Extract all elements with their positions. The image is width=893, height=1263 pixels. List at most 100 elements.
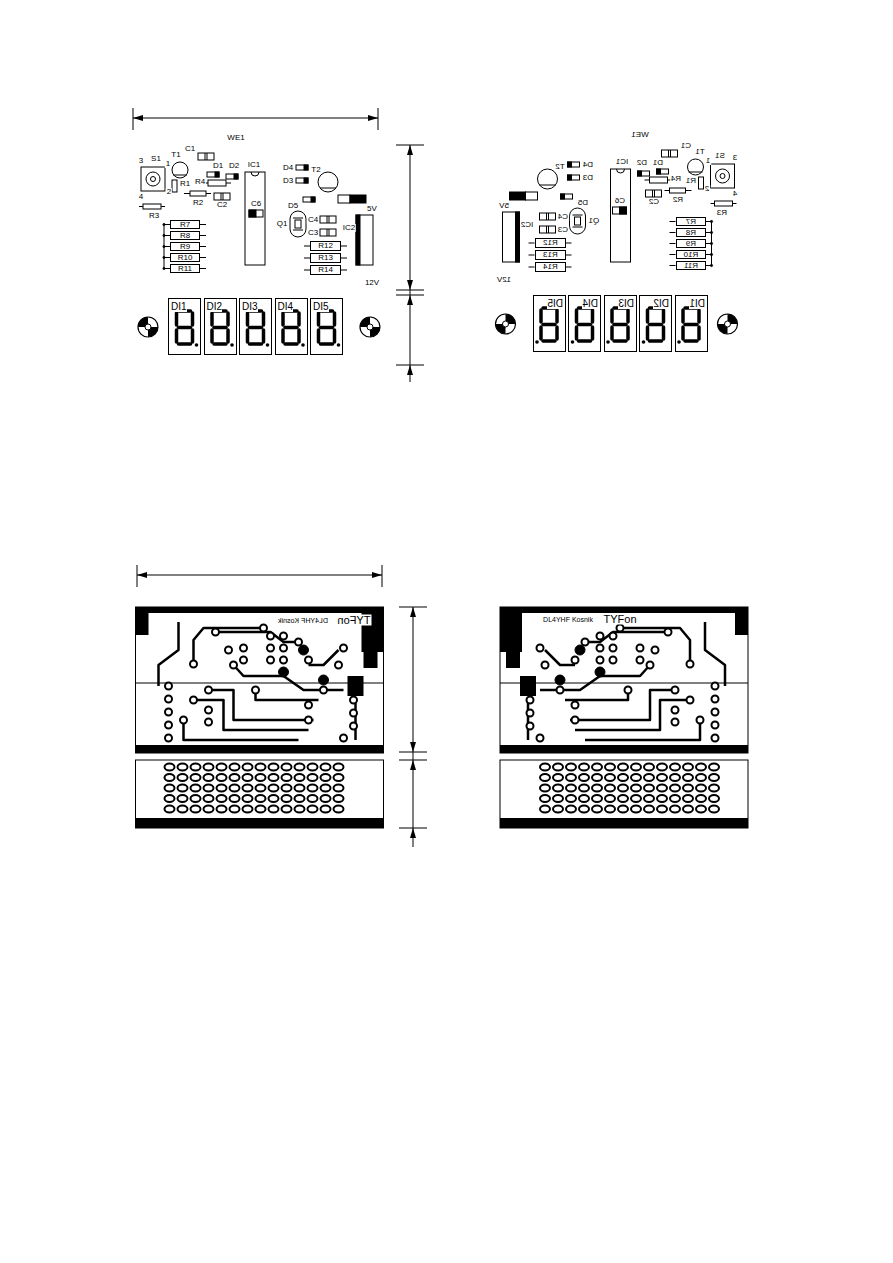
diode-symbol [296, 165, 308, 170]
copper-pad [348, 676, 364, 696]
diode-band [638, 171, 642, 176]
solder-pad [204, 774, 214, 781]
copper-fill [136, 745, 384, 753]
part-label: R4 [669, 175, 681, 183]
solder-pad [605, 774, 615, 781]
solder-pad [178, 795, 188, 802]
lead-line [670, 243, 676, 244]
board-marking: TYFon [602, 614, 637, 625]
solder-pad [592, 806, 602, 813]
display-box: DI1 [168, 298, 201, 355]
resistor-box: R14 [535, 262, 566, 272]
part-name: R12 [543, 239, 558, 247]
part-name: R11 [178, 265, 192, 273]
digit-segment [246, 330, 250, 342]
solder-dot [710, 242, 712, 244]
solder-pad [321, 774, 331, 781]
solder-pad [205, 719, 212, 726]
part-name: R10 [178, 254, 193, 262]
mounting-hole [496, 314, 516, 334]
display-name: DI1 [171, 302, 187, 312]
crystal-plate [293, 218, 303, 219]
part-block [526, 192, 538, 200]
capacitor-plate [223, 193, 224, 200]
capacitor-fill [620, 207, 627, 214]
digit-segment [333, 313, 337, 325]
board-marking: TYFon [336, 615, 371, 626]
part-label: C6 [613, 197, 625, 205]
mounting-hole-center [725, 321, 731, 327]
part-label: D5 [576, 199, 588, 207]
part-label: S1 [150, 155, 162, 163]
display-box: DI5 [310, 298, 343, 355]
part-label: C4 [556, 213, 568, 221]
solder-pad [709, 795, 719, 802]
solder-pad [334, 774, 344, 781]
part-label: IC1 [614, 158, 628, 166]
digit-segment [610, 310, 614, 322]
solder-pad [191, 774, 201, 781]
push-switch [141, 167, 165, 191]
copper-trace [540, 665, 650, 690]
part-block [338, 195, 350, 203]
digit-segment [575, 310, 579, 322]
solder-pad [540, 795, 550, 802]
solder-pad [295, 764, 305, 771]
digit-segment [175, 313, 179, 325]
solder-pad [269, 806, 279, 813]
diode-symbol [657, 169, 669, 174]
solder-pad [644, 795, 654, 802]
capacitor-symbol [249, 210, 263, 217]
solder-pad [240, 657, 247, 664]
display-name: DI1 [689, 299, 705, 309]
resistor-box: R13 [310, 253, 341, 263]
solder-pad [647, 662, 654, 669]
solder-pad [572, 702, 579, 709]
solder-pad [190, 661, 197, 668]
mounting-hole [138, 317, 158, 337]
solder-pad [279, 667, 289, 677]
part-label: 5V [366, 205, 378, 213]
transistor-outline [318, 172, 338, 192]
solder-pad [225, 647, 232, 654]
solder-pad [321, 795, 331, 802]
digit-segment [697, 327, 701, 339]
lead-line [206, 193, 211, 194]
display-name: DI2 [653, 299, 669, 309]
digit-segment [646, 310, 650, 322]
mounting-hole-center [367, 324, 373, 330]
decimal-point [230, 343, 234, 347]
capacitor-plate [329, 216, 330, 223]
diode-symbol [568, 175, 580, 180]
solder-pad [696, 785, 706, 792]
part-label: D4 [581, 161, 593, 169]
dimension-arrowhead [407, 145, 413, 155]
transistor-flat [689, 172, 703, 173]
part-label: D2 [635, 159, 647, 167]
digit-segment [175, 330, 179, 342]
digit-segment [226, 330, 230, 342]
resistor-box: R10 [170, 253, 200, 262]
solder-pad [579, 774, 589, 781]
capacitor-plate [548, 226, 549, 233]
resistor-box: R9 [170, 242, 200, 251]
solder-pad [553, 795, 563, 802]
board-outline [136, 607, 384, 753]
solder-pad [672, 707, 679, 714]
display-name: DI4 [582, 299, 598, 309]
solder-dot [710, 253, 712, 255]
diode-symbol [226, 174, 238, 179]
solder-pad [625, 687, 632, 694]
solder-pad [282, 764, 292, 771]
ic-package [611, 169, 631, 262]
solder-side-mirror [496, 150, 738, 344]
part-name: R7 [685, 218, 695, 226]
solder-pad [334, 795, 344, 802]
copper-fill [735, 607, 748, 635]
lead-line [529, 255, 535, 256]
dimension-line [137, 575, 382, 576]
diode-band [561, 194, 565, 199]
solder-pad [334, 764, 344, 771]
solder-pad [256, 785, 266, 792]
